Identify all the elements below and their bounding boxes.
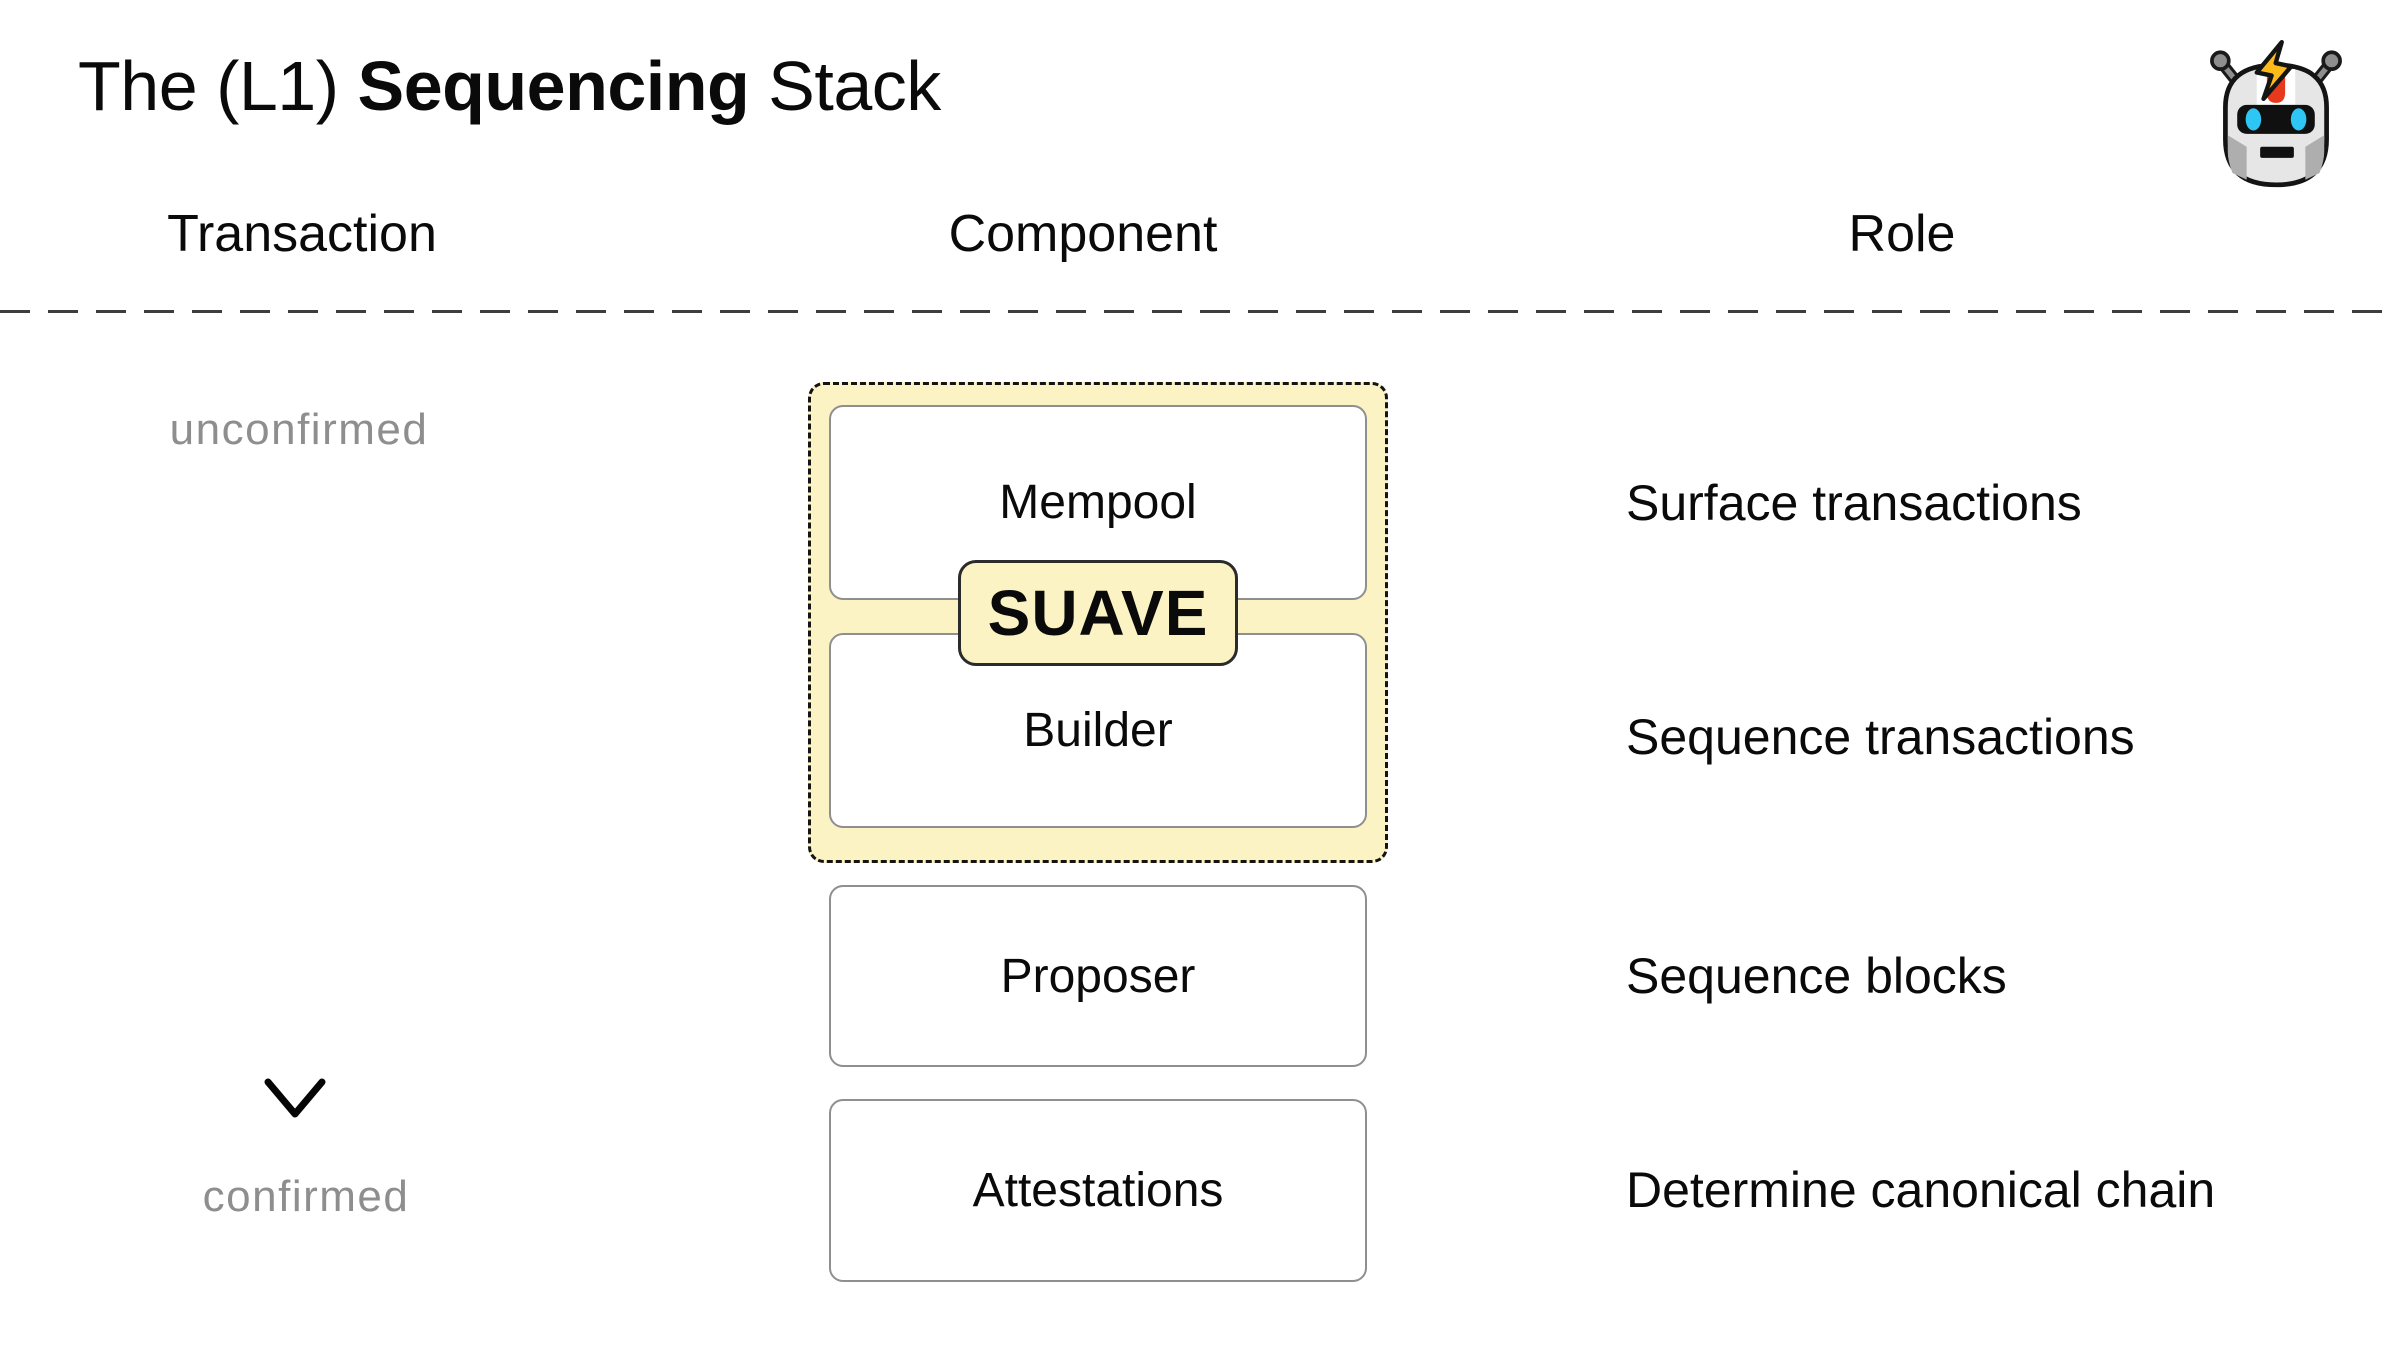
component-label: Mempool (999, 476, 1197, 529)
component-label: Builder (1023, 704, 1173, 757)
component-label: Attestations (972, 1164, 1224, 1217)
flow-start-label: unconfirmed (169, 405, 429, 454)
role-text-surface-transactions: Surface transactions (1626, 475, 2082, 531)
title-emphasis: Sequencing (357, 47, 750, 125)
column-header-role: Role (1848, 205, 1956, 263)
suave-badge-label: SUAVE (987, 577, 1209, 649)
down-arrow-icon (264, 470, 326, 1118)
dashed-divider (0, 310, 2400, 313)
role-text-determine-canonical-chain: Determine canonical chain (1626, 1162, 2216, 1218)
component-box-proposer: Proposer (829, 885, 1367, 1067)
component-box-attestations: Attestations (829, 1099, 1367, 1282)
robot-lightning-icon (2210, 39, 2342, 188)
component-label: Proposer (1000, 949, 1196, 1003)
column-header-transaction: Transaction (167, 205, 437, 263)
role-text-sequence-blocks: Sequence blocks (1626, 948, 2007, 1004)
title-suffix: Stack (749, 47, 941, 125)
role-text-sequence-transactions: Sequence transactions (1626, 709, 2135, 765)
suave-badge: SUAVE (958, 560, 1238, 666)
flow-end-label: confirmed (202, 1172, 410, 1221)
page-title: The (L1) Sequencing Stack (78, 48, 941, 124)
title-prefix: The (L1) (78, 47, 358, 125)
column-header-component: Component (948, 205, 1218, 263)
